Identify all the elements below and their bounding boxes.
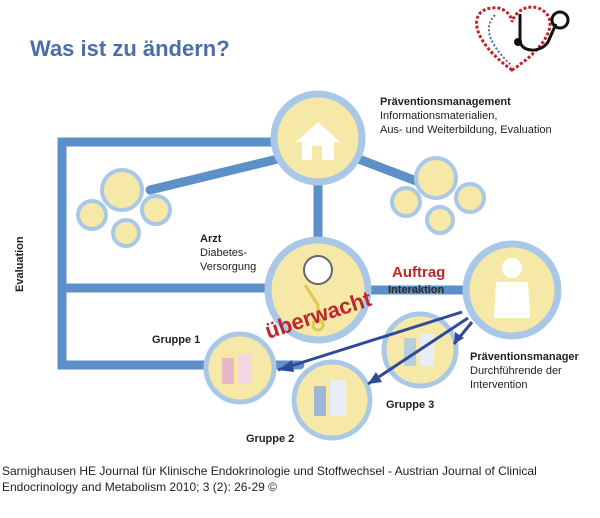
manager-title: Präventionsmanager [470, 351, 579, 363]
gruppe3-label: Gruppe 3 [386, 399, 435, 411]
gruppe1-label: Gruppe 1 [152, 334, 201, 346]
banner-title: Prozessstruktur [30, 84, 206, 110]
heart-stethoscope-logo [475, 5, 570, 72]
page-title: Was ist zu ändern? [30, 36, 230, 61]
manager-label: Präventionsmanager Durchführende der Int… [470, 350, 579, 392]
circle-gruppe2 [291, 359, 373, 441]
praevention-line2: Aus- und Weiterbildung, Evaluation [380, 124, 552, 136]
arzt-title: Arzt [200, 233, 222, 245]
arzt-line2: Versorgung [200, 261, 257, 273]
circle-gruppe1 [203, 331, 277, 405]
cluster-left [76, 168, 172, 248]
evaluation-label: Evaluation [14, 236, 26, 292]
manager-line1: Durchführende der [470, 365, 562, 377]
circle-arzt [264, 236, 372, 344]
circle-praeventionsmanagement [270, 90, 366, 186]
interaktion-label: Interaktion [388, 284, 445, 296]
arrowheads [278, 332, 464, 384]
arzt-label: Arzt Diabetes- Versorgung [200, 232, 256, 274]
manager-line2: Intervention [470, 379, 528, 391]
gruppe2-label: Gruppe 2 [246, 433, 295, 445]
citation-caption: Sarnighausen HE Journal für Klinische En… [2, 464, 537, 494]
arzt-line1: Diabetes- [200, 247, 248, 259]
auftrag-label: Auftrag [392, 264, 446, 281]
praevention-line1: Informationsmaterialien, [380, 110, 498, 122]
circle-praeventionsmanager [462, 240, 562, 340]
cluster-right [390, 156, 486, 235]
connector-lines [57, 137, 475, 370]
praevention-label: Präventionsmanagement Informationsmateri… [380, 95, 552, 137]
praevention-title: Präventionsmanagement [380, 96, 511, 108]
